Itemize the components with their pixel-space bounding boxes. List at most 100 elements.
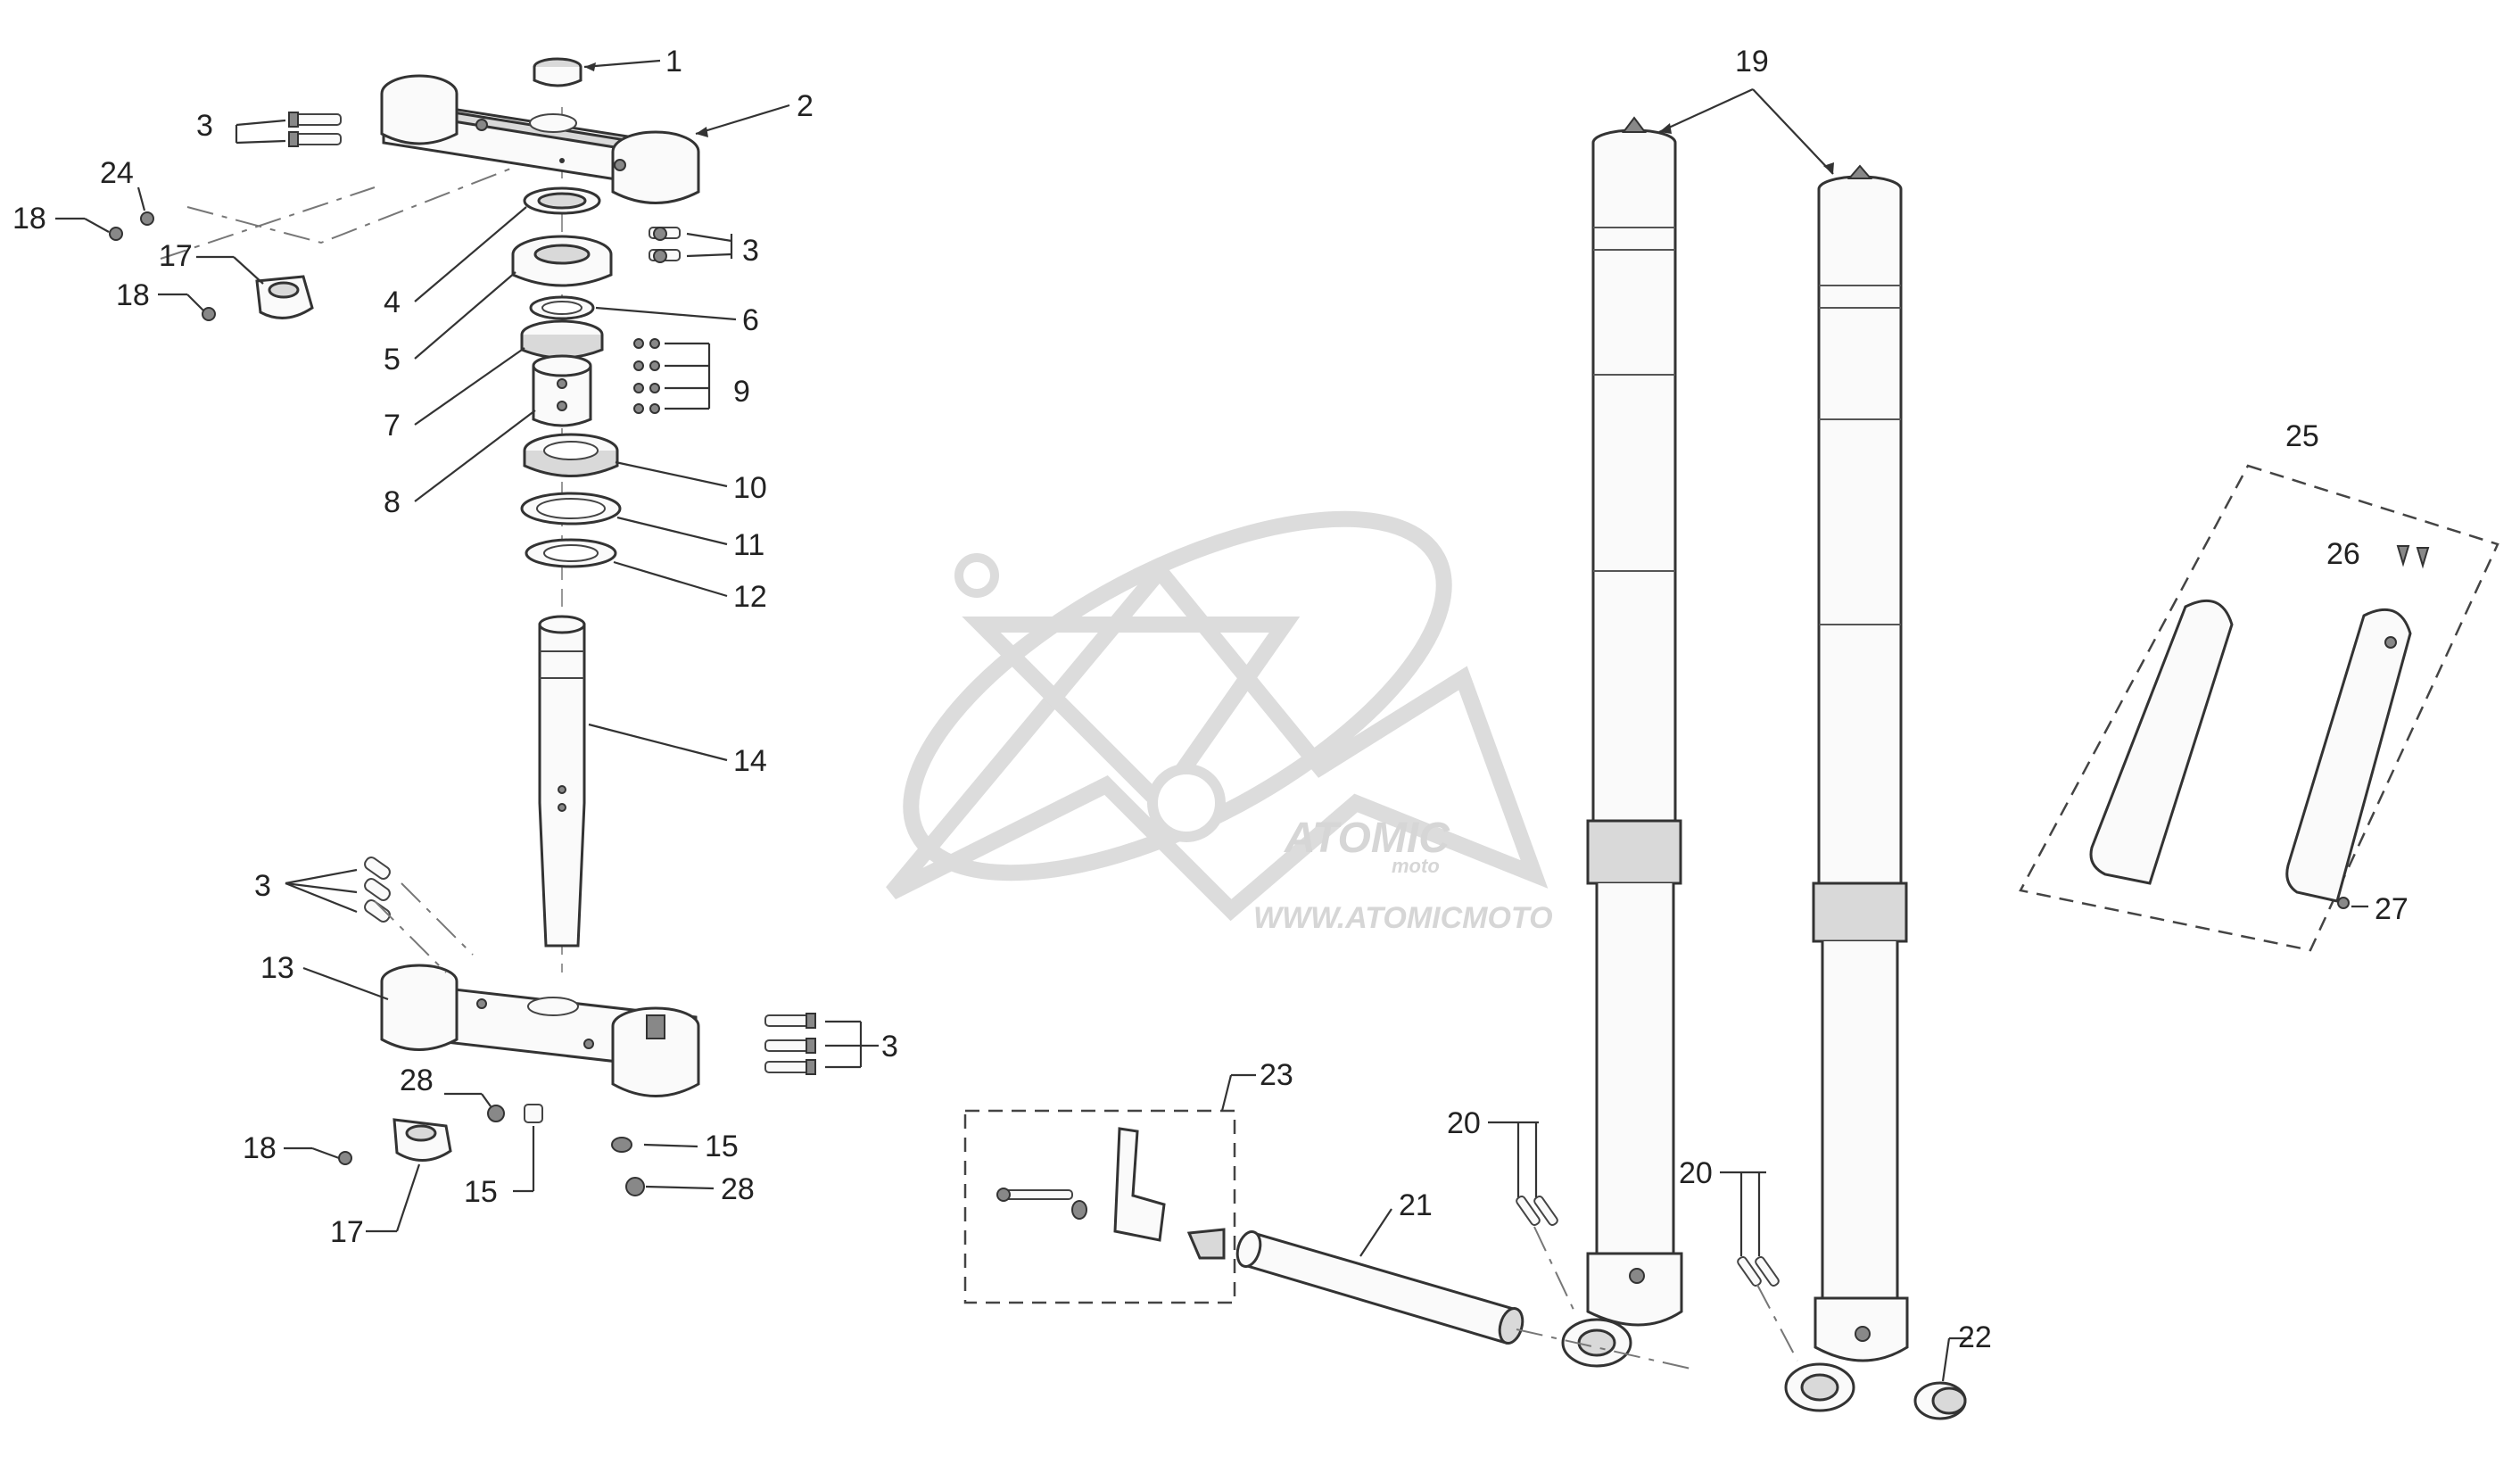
callout-label-14: 14: [733, 744, 767, 778]
callout-11: 11: [616, 516, 764, 562]
callout-label-24: 24: [100, 156, 134, 190]
callout-label-3b: 3: [742, 234, 759, 268]
seal-washer-part: [520, 492, 622, 526]
callout-23: 23: [1220, 1058, 1293, 1112]
callout-4: 4: [384, 206, 527, 319]
callout-label-28b: 28: [721, 1172, 755, 1206]
callout-label-1: 1: [665, 45, 682, 79]
callout-18-top: 18: [12, 202, 110, 236]
callout-label-7: 7: [384, 409, 401, 443]
callout-label-22: 22: [1958, 1320, 1992, 1354]
callout-label-3d: 3: [881, 1030, 898, 1064]
callout-label-11: 11: [733, 528, 764, 562]
clamp-bolts-lower-right-part: [764, 1013, 816, 1075]
callout-15-right: 15: [643, 1130, 739, 1163]
watermark-logo: ATOMIC moto WWW.ATOMICMOTO: [886, 510, 1553, 935]
stem-nut-part: [533, 57, 582, 87]
fork-leg-right-part: [1784, 164, 1909, 1412]
callout-27: 27: [2351, 892, 2408, 926]
callout-label-4: 4: [384, 286, 401, 319]
callout-label-9: 9: [733, 375, 750, 409]
callout-14: 14: [588, 723, 767, 778]
cable-clamp-lower-part: [392, 1118, 452, 1162]
callout-label-6: 6: [742, 303, 759, 337]
callout-label-10: 10: [733, 471, 767, 505]
callout-6: 6: [595, 303, 759, 337]
callout-28-mid: 28: [400, 1064, 492, 1107]
small-screws-part: [633, 338, 660, 414]
callout-label-5: 5: [384, 343, 401, 377]
callout-15-lower: 15: [464, 1126, 535, 1209]
guard-screws-26-part: [2396, 545, 2430, 569]
callout-28-low: 28: [645, 1172, 755, 1206]
callout-24: 24: [100, 156, 146, 211]
bearing-upper-part: [511, 235, 613, 287]
steering-stem-part: [538, 615, 586, 948]
steering-stem-assembly: [109, 57, 816, 1196]
lower-triple-clamp-part: [380, 964, 700, 1097]
callout-7: 7: [384, 347, 525, 443]
callout-label-15a: 15: [705, 1130, 739, 1163]
stem-sleeve-part: [532, 354, 592, 427]
callout-22: 22: [1941, 1320, 1992, 1382]
callout-3-lower-right: 3: [825, 1020, 898, 1069]
callout-20-right: 20: [1679, 1156, 1766, 1256]
watermark-logo-text: ATOMIC: [1284, 815, 1450, 862]
callout-21: 21: [1359, 1188, 1433, 1257]
callout-17-lower: 17: [330, 1163, 421, 1249]
callout-2: 2: [695, 89, 814, 136]
callout-3-upper-left: 3: [196, 109, 286, 145]
pinch-bolts-right-part: [1737, 1255, 1798, 1362]
pinch-bolts-left-part: [1516, 1195, 1575, 1312]
axle-nut-part: [1913, 1381, 1967, 1420]
callout-label-2: 2: [797, 89, 814, 123]
cable-clamp-upper-part: [255, 275, 314, 319]
callout-10: 10: [615, 460, 767, 505]
callout-18-mid: 18: [116, 278, 204, 312]
callout-5: 5: [384, 271, 516, 377]
callout-label-21: 21: [1399, 1188, 1433, 1222]
callout-label-17b: 17: [330, 1215, 364, 1249]
callout-label-3c: 3: [254, 869, 271, 903]
callout-9: 9: [665, 342, 750, 410]
callout-13: 13: [260, 951, 389, 1001]
callout-label-20a: 20: [1447, 1106, 1481, 1140]
callout-17-upper: 17: [159, 239, 264, 285]
callout-8: 8: [384, 410, 536, 519]
callout-label-18c: 18: [243, 1131, 277, 1165]
clamp-bolts-upper-right-part: [649, 227, 681, 263]
callout-label-13: 13: [260, 951, 294, 985]
callout-label-23: 23: [1260, 1058, 1293, 1092]
callout-19: 19: [1658, 45, 1834, 175]
bearing-ring-part: [529, 295, 595, 320]
callout-18-low: 18: [243, 1131, 340, 1165]
callout-label-19: 19: [1735, 45, 1769, 79]
guard-screw-27-part: [2337, 897, 2350, 909]
dust-seal-part: [523, 186, 601, 215]
callout-label-3a: 3: [196, 109, 213, 143]
callout-label-18b: 18: [116, 278, 150, 312]
spacer-15-part: [524, 1104, 632, 1153]
callout-1: 1: [583, 45, 682, 79]
callout-20-left: 20: [1447, 1106, 1539, 1197]
watermark-logo-subtext: moto: [1392, 855, 1440, 877]
callout-3-upper-right: 3: [686, 232, 759, 268]
callout-label-8: 8: [384, 485, 401, 519]
watermark-url: WWW.ATOMICMOTO: [1253, 901, 1553, 935]
screw-24-part: [140, 211, 154, 226]
fork-leg-left-part: [1561, 116, 1683, 1368]
fork-guards-kit-part: [2019, 464, 2499, 952]
callout-25: 25: [2285, 419, 2319, 453]
callout-label-25: 25: [2285, 419, 2319, 453]
callout-26: 26: [2326, 537, 2360, 571]
callout-label-12: 12: [733, 580, 767, 614]
front-axle-part: [1235, 1229, 1696, 1370]
leader-arrowheads: [584, 62, 1834, 174]
bearing-cup-part: [520, 319, 604, 360]
axle-clamp-kit-part: [963, 1109, 1236, 1304]
callout-label-20b: 20: [1679, 1156, 1713, 1190]
screws-18-part: [109, 227, 352, 1165]
dust-washer-part: [525, 538, 617, 568]
nuts-28-part: [487, 1105, 645, 1196]
callout-label-26: 26: [2326, 537, 2360, 571]
